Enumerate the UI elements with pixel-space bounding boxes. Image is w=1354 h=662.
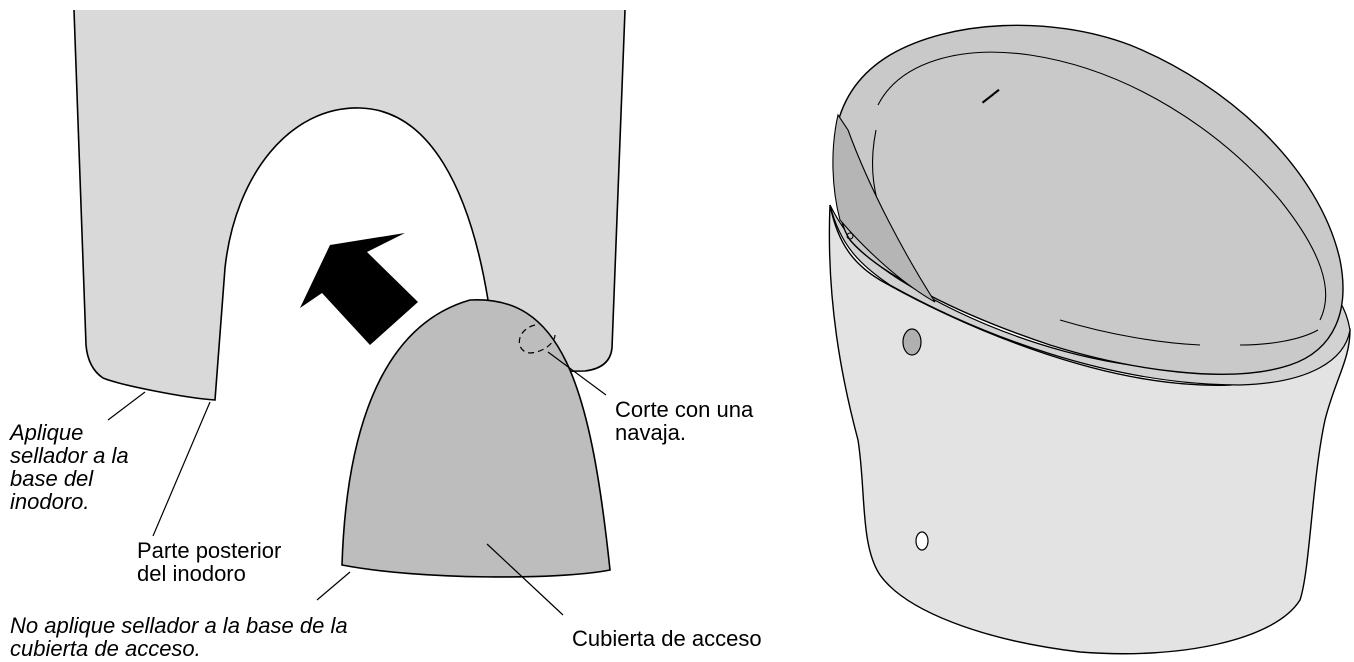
leader-toilet-back	[152, 401, 211, 537]
side-hole-upper	[902, 328, 922, 356]
toilet-back-outline	[73, 9, 626, 401]
leader-access-cover	[486, 543, 564, 616]
leader-apply-sealant	[107, 391, 146, 421]
cut-mark	[518, 324, 556, 354]
toilet-lid-contour-bottom	[1239, 329, 1319, 346]
label-no-sealant: No aplique sellador a la base de la cubi…	[10, 613, 348, 661]
toilet-side-panel	[832, 113, 936, 303]
leader-cut	[547, 351, 607, 396]
toilet-illustration: ▬▬▬	[828, 24, 1351, 655]
access-cover-shape	[341, 299, 611, 578]
label-toilet-back: Parte posterior del inodoro	[137, 538, 282, 586]
leader-no-sealant	[316, 571, 351, 601]
toilet-back-body	[74, 10, 625, 400]
toilet-body	[828, 204, 1351, 655]
side-hole-lower	[915, 531, 929, 551]
label-cut-knife: Corte con una navaja.	[615, 397, 754, 445]
label-access-cover: Cubierta de acceso	[572, 626, 762, 651]
small-indicator	[846, 232, 854, 240]
up-left-arrow-icon	[300, 233, 418, 345]
toilet-lid-contour	[877, 51, 1327, 321]
toilet-lid-contour-mid	[1059, 319, 1201, 346]
label-apply-sealant: Aplique sellador a la base del inodoro.	[10, 420, 129, 514]
